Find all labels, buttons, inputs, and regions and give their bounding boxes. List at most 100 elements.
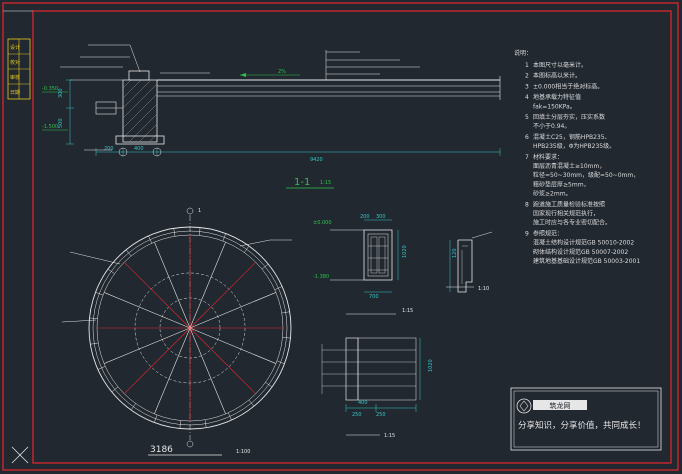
dim-label: 200 [104, 146, 114, 152]
detail-scale: 1:15 [384, 433, 395, 439]
sidebar-label: 日期 [10, 90, 20, 96]
sidebar-label: 校对 [10, 59, 20, 66]
dim-label: 500 [58, 118, 64, 128]
section-view: 2% -0.350 -1.500 300 500 200 400 9420 [42, 44, 501, 189]
note-number: 5 [525, 114, 529, 121]
note-line: 地基承载力特征值 [533, 93, 581, 101]
note-line: 砌体结构设计规范GB 50007-2002 [533, 248, 628, 256]
track-tick [179, 420, 181, 429]
track-tick [244, 245, 250, 253]
plan-title: 3186 [150, 445, 173, 455]
track-tick [89, 317, 98, 319]
level-label: -1.500 [42, 124, 58, 130]
track-tick [248, 399, 255, 407]
track-tick [199, 227, 201, 236]
radial-spoke [103, 327, 191, 364]
dim-label: 300 [58, 88, 64, 98]
radial-spoke [124, 327, 191, 394]
track-tick [274, 286, 283, 291]
sidebar-strip: 设计 校对 审核 日期 [7, 38, 31, 100]
dim-total-label: 9420 [310, 157, 323, 163]
dim-label: 700 [369, 294, 379, 300]
detail-b: 120 1:10 [446, 231, 493, 293]
axis-mark: 1 [198, 208, 201, 214]
track-tick [173, 228, 176, 237]
track-tick [90, 342, 99, 345]
note-line: 粒径=50~30mm，级配=50~0mm， [533, 171, 639, 179]
track-tick [222, 233, 226, 242]
detail-a: ±0.000 -1.380 200 300 700 1020 1:15 [313, 214, 413, 315]
note-number: 2 [525, 73, 529, 80]
track-tick [227, 412, 232, 421]
note-number: 8 [525, 201, 529, 208]
slogan: 分享知识，分享价值，共同成长！ [518, 420, 646, 431]
track-tick [265, 382, 273, 388]
note-number: 1 [525, 62, 529, 69]
notes-heading: 说明： [514, 49, 532, 57]
dim-label: 1020 [428, 359, 434, 372]
radial-spoke [189, 241, 226, 329]
dim-label: 250 [376, 412, 386, 418]
slope-label: 2% [278, 69, 286, 75]
track-tick [204, 419, 207, 428]
sidebar-label: 审核 [10, 74, 20, 81]
track-tick [111, 386, 119, 393]
note-line: 材料要求： [533, 153, 563, 161]
note-line: fak=150KPa。 [533, 103, 576, 110]
track-tick [276, 360, 285, 364]
inner-frame [32, 10, 672, 464]
detail-scale: 1:10 [478, 286, 489, 292]
radial-spoke [124, 262, 191, 329]
radial-spoke [189, 327, 277, 364]
note-line: 混凝土C25，钢筋HPB235、 [533, 133, 611, 141]
track-tick [97, 365, 106, 370]
level-label: -1.380 [313, 274, 329, 280]
track-tick [130, 403, 136, 411]
note-line: 参照规范： [533, 229, 563, 237]
logo-banner [533, 400, 587, 410]
dim-label: 250 [352, 412, 362, 418]
note-line: 不小于0.94。 [533, 122, 570, 130]
radial-spoke [189, 327, 226, 415]
ucs-crosshair-icon [11, 446, 29, 464]
level-label: ±0.000 [313, 220, 332, 226]
note-line: HPB235级，Φ为HPB235级。 [533, 142, 615, 150]
level-label: -0.350 [42, 86, 58, 92]
dim-label: 300 [376, 214, 386, 220]
note-number: 9 [525, 230, 529, 237]
dim-label: 400 [134, 146, 144, 152]
note-line: ±0.000相当于绝对标高。 [533, 82, 603, 90]
track-tick [125, 249, 132, 257]
note-number: 4 [525, 94, 529, 101]
radial-spoke [103, 292, 191, 329]
note-line: 本图尺寸以毫米计。 [533, 61, 587, 69]
title-block: 筑龙网 分享知识，分享价值，共同成长！ [510, 387, 662, 451]
plan-scale: 1:100 [236, 449, 250, 455]
note-line: 粗砂垫层厚≥5mm， [533, 180, 590, 188]
note-number: 3 [525, 83, 529, 90]
dim-label: 1020 [402, 245, 408, 258]
radial-spoke [189, 327, 256, 394]
note-line: 国家现行相关规范执行， [533, 210, 599, 218]
note-number: 6 [525, 134, 529, 141]
dim-label: 120 [452, 248, 458, 258]
section-title: 1-1 [294, 177, 310, 188]
note-line: 本图标高以米计。 [533, 72, 581, 80]
logo-text: 筑龙网 [550, 401, 571, 410]
detail-c: 400 250 250 1020 1:15 [321, 337, 434, 439]
dim-label: 400 [358, 400, 368, 406]
track-tick [148, 235, 153, 244]
detail-scale: 1:15 [402, 308, 413, 314]
radial-spoke [154, 327, 191, 415]
radial-spoke [189, 262, 256, 329]
track-tick [95, 292, 104, 296]
radial-spoke [154, 241, 191, 329]
note-line: 建筑地基基础设计规范GB 50003-2001 [533, 257, 640, 265]
note-number: 7 [525, 154, 529, 161]
track-tick [154, 414, 158, 423]
track-tick [261, 263, 269, 270]
section-scale: 1:15 [320, 180, 331, 186]
note-line: 跑道施工质量检验标准按照 [533, 200, 605, 208]
track-tick [282, 337, 291, 339]
